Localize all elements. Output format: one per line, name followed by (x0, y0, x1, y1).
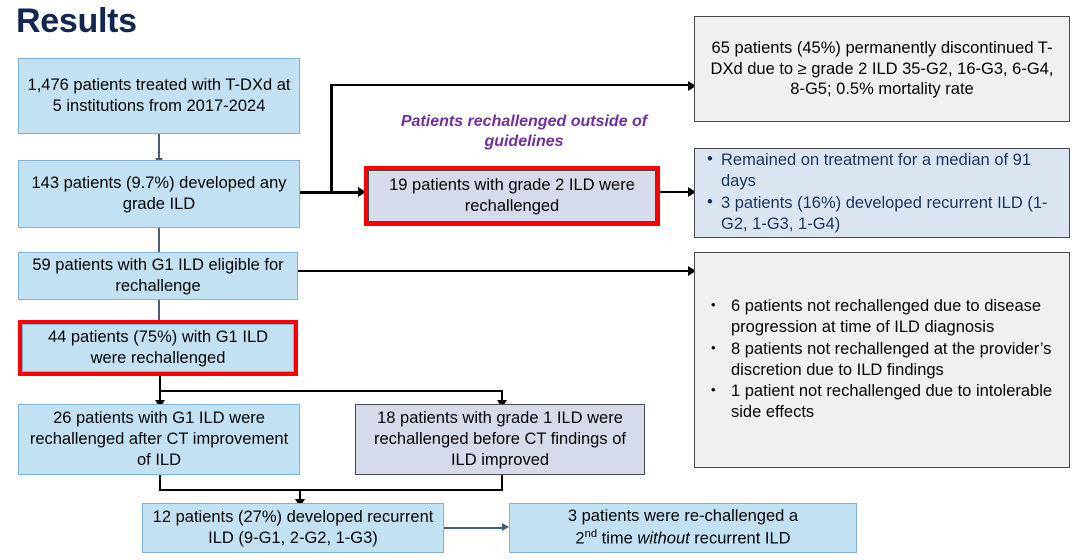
page-title: Results (16, 2, 137, 40)
second-rechallenge-ordinal-num: 2 (575, 529, 585, 548)
connector-merge-horizontal (159, 489, 503, 491)
node-g2-rechallenged[interactable]: 19 patients with grade 2 ILD were rechal… (368, 170, 656, 222)
node-g1-after-ct-label: 26 patients with G1 ILD were rechallenge… (29, 409, 289, 469)
list-item: 3 patients (16%) developed recurrent ILD… (705, 192, 1063, 235)
connector-g1rechallenged-down (159, 372, 161, 392)
caption-rechallenged-outside: Patients rechallenged outside of guideli… (400, 113, 648, 150)
list-item: 6 patients not rechallenged due to disea… (705, 296, 1063, 338)
node-second-rechallenge-label: 3 patients were re-challenged a 2nd time… (516, 506, 850, 549)
node-g2-rechallenged-label: 19 patients with grade 2 ILD were rechal… (389, 176, 635, 215)
node-any-ild-label: 143 patients (9.7%) developed any grade … (31, 174, 287, 213)
connector-recurrentild-to-secondrechallenge (444, 527, 504, 529)
node-outcomes-g2[interactable]: Remained on treatment for a median of 91… (694, 148, 1070, 238)
connector-g1afterct-down (159, 475, 161, 491)
second-rechallenge-italic: without (637, 529, 690, 548)
node-not-rechallenged[interactable]: 6 patients not rechallenged due to disea… (694, 252, 1070, 468)
node-g1-eligible[interactable]: 59 patients with G1 ILD eligible for rec… (18, 252, 298, 300)
connector-anyild-to-g1eligible (158, 228, 160, 254)
node-discontinued[interactable]: 65 patients (45%) permanently discontinu… (694, 16, 1070, 122)
node-g1-before-ct-label: 18 patients with grade 1 ILD were rechal… (374, 409, 626, 469)
arrowhead-to-notrechallenged (688, 266, 696, 276)
node-g1-after-ct[interactable]: 26 patients with G1 ILD were rechallenge… (18, 404, 300, 475)
arrowhead-to-discontinued (688, 81, 696, 91)
node-cohort-label: 1,476 patients treated with T-DXd at 5 i… (27, 76, 291, 115)
node-second-rechallenge[interactable]: 3 patients were re-challenged a 2nd time… (509, 503, 857, 553)
outcomes-g2-bullet-list: Remained on treatment for a median of 91… (701, 149, 1063, 235)
arrowhead-to-g2rechallenged (358, 187, 366, 197)
connector-cohort-to-anyild (158, 134, 160, 160)
arrowhead-to-outcomes (688, 187, 696, 197)
connector-trunk-vertical (330, 84, 333, 194)
node-discontinued-label: 65 patients (45%) permanently discontinu… (710, 38, 1054, 99)
list-item: Remained on treatment for a median of 91… (705, 149, 1063, 192)
arrowhead-to-secondrechallenge (502, 523, 509, 531)
connector-split-right-down (501, 390, 503, 404)
second-rechallenge-ordinal-sup: nd (584, 528, 598, 541)
list-item: 8 patients not rechallenged at the provi… (705, 339, 1063, 381)
second-rechallenge-line1: 3 patients were re-challenged a (567, 507, 799, 526)
node-recurrent-ild[interactable]: 12 patients (27%) developed recurrent IL… (142, 503, 444, 553)
node-g1-before-ct[interactable]: 18 patients with grade 1 ILD were rechal… (355, 404, 645, 475)
connector-trunk-to-discontinued (330, 84, 690, 86)
node-any-ild[interactable]: 143 patients (9.7%) developed any grade … (18, 160, 300, 228)
second-rechallenge-mid: time (597, 529, 638, 548)
node-cohort[interactable]: 1,476 patients treated with T-DXd at 5 i… (18, 58, 300, 134)
connector-split-left-down (159, 390, 161, 404)
connector-trunk-to-g2rechallenged (330, 191, 360, 194)
node-recurrent-ild-label: 12 patients (27%) developed recurrent IL… (152, 508, 434, 547)
connector-g1rechallenged-split-horizontal (159, 390, 503, 392)
connector-g1eligible-to-g1rechallenged (158, 300, 160, 320)
second-rechallenge-post: recurrent ILD (689, 529, 791, 548)
connector-merge-down (299, 489, 301, 503)
list-item: 1 patient not rechallenged due to intole… (705, 381, 1063, 423)
connector-g2rechallenged-to-outcomes (660, 191, 692, 193)
node-g1-eligible-label: 59 patients with G1 ILD eligible for rec… (32, 256, 284, 295)
connector-g1beforect-down (501, 475, 503, 491)
node-g1-rechallenged[interactable]: 44 patients (75%) with G1 ILD were recha… (22, 324, 294, 372)
node-g1-rechallenged-label: 44 patients (75%) with G1 ILD were recha… (47, 328, 269, 367)
not-rechallenged-bullet-list: 6 patients not rechallenged due to disea… (701, 296, 1063, 424)
connector-g1eligible-to-notrechallenged (298, 270, 692, 272)
